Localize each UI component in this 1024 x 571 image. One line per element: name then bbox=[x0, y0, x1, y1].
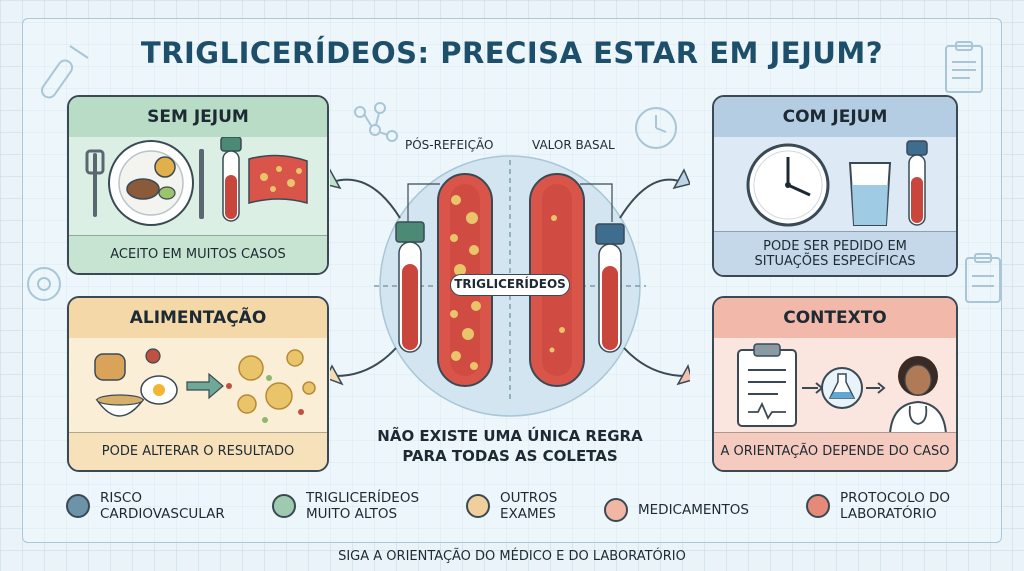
card-contexto: CONTEXTO A ORIENTAÇÃO D bbox=[712, 296, 958, 472]
blood-tube-icon bbox=[906, 140, 928, 226]
legend-dot bbox=[66, 494, 90, 518]
water-glass-icon bbox=[848, 162, 892, 226]
card-sem-jejum: SEM JEJUM ACEITO EM MUITOS CASOS bbox=[67, 95, 329, 275]
molecule-deco-icon bbox=[354, 102, 398, 142]
clipboard-deco-icon-2 bbox=[965, 253, 1001, 303]
clipboard-icon bbox=[737, 343, 797, 427]
card-title: COM JEJUM bbox=[714, 97, 956, 137]
legend-item-medicamentos: MEDICAMENTOS bbox=[604, 498, 749, 522]
triglycerides-pill: TRIGLICERÍDEOS bbox=[450, 274, 570, 296]
legend-dot bbox=[604, 498, 628, 522]
card-caption: PODE ALTERAR O RESULTADO bbox=[69, 432, 327, 470]
card-com-jejum: COM JEJUM PODE SER PEDIDO EM SITUAÇÕES E… bbox=[712, 95, 958, 277]
card-caption: PODE SER PEDIDO EM SITUAÇÕES ESPECÍFICAS bbox=[714, 231, 956, 275]
food-icon bbox=[94, 348, 178, 417]
plate-icon bbox=[108, 140, 194, 226]
card-title: ALIMENTAÇÃO bbox=[69, 298, 327, 338]
doctor-icon bbox=[888, 356, 948, 435]
card-alimentacao: ALIMENTAÇÃO PODE ALTERAR O RESULTADO bbox=[67, 296, 329, 472]
knife-icon bbox=[199, 149, 204, 219]
cell-deco-icon bbox=[27, 267, 61, 301]
arrow-right-icon bbox=[802, 382, 824, 394]
clock-deco-icon bbox=[635, 107, 677, 149]
meal-and-vessel-illustration bbox=[85, 137, 308, 226]
food-to-fat-illustration bbox=[94, 348, 316, 423]
label-pos-refeicao: PÓS-REFEIÇÃO bbox=[405, 138, 494, 152]
arrow-right-icon-2 bbox=[866, 382, 886, 394]
center-message: NÃO EXISTE UMA ÚNICA REGRA PARA TODAS AS… bbox=[377, 427, 643, 465]
footer-note: SIGA A ORIENTAÇÃO DO MÉDICO E DO LABORAT… bbox=[338, 549, 686, 564]
fat-particles-icon bbox=[226, 349, 316, 423]
blood-vessel-fat-icon bbox=[248, 154, 308, 204]
clipboard-deco-icon bbox=[945, 41, 983, 93]
blood-tube-icon bbox=[220, 137, 242, 222]
context-illustration bbox=[737, 343, 948, 435]
arrow-right-icon bbox=[186, 372, 224, 400]
label-valor-basal: VALOR BASAL bbox=[532, 138, 615, 152]
card-caption: ACEITO EM MUITOS CASOS bbox=[69, 235, 327, 273]
clock-icon bbox=[746, 143, 830, 227]
fasting-illustration bbox=[746, 140, 928, 227]
curved-arrows bbox=[331, 178, 687, 377]
card-caption: A ORIENTAÇÃO DEPENDE DO CASO bbox=[714, 432, 956, 470]
test-tube-deco-icon bbox=[40, 45, 89, 99]
card-title: SEM JEJUM bbox=[69, 97, 327, 137]
fork-icon bbox=[85, 149, 105, 217]
tube-right-icon bbox=[595, 223, 625, 353]
tube-left-icon bbox=[395, 221, 425, 353]
card-title: CONTEXTO bbox=[714, 298, 956, 338]
legend-dot bbox=[466, 494, 490, 518]
arrow-heads bbox=[330, 168, 690, 386]
legend-dot bbox=[806, 494, 830, 518]
legend-dot bbox=[272, 494, 296, 518]
page-title: TRIGLICERÍDEOS: PRECISA ESTAR EM JEJUM? bbox=[140, 36, 884, 70]
vessel-comparison-illustration bbox=[330, 155, 690, 417]
flask-icon bbox=[821, 367, 863, 409]
